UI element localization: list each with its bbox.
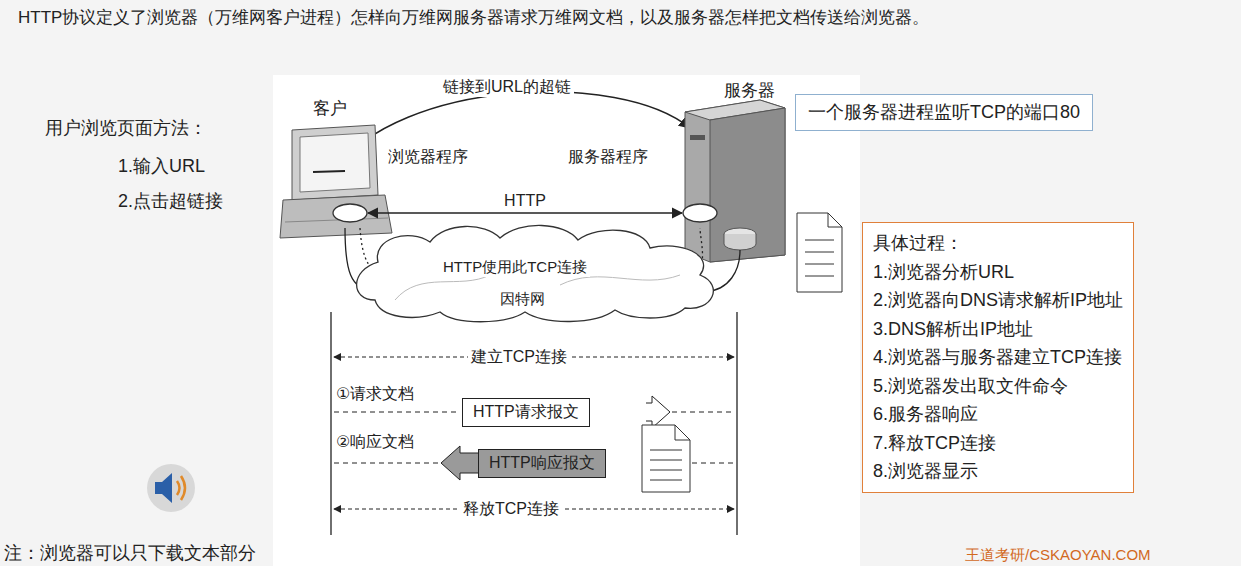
internet-cloud xyxy=(357,225,714,321)
document-icon xyxy=(642,425,690,492)
cloud-label: HTTP使用此TCP连接 xyxy=(440,258,590,277)
callout-box: 一个服务器进程监听TCP的端口80 xyxy=(795,94,1093,131)
box-text: 1.浏览器分析URL xyxy=(873,258,1123,287)
client-timeline xyxy=(330,312,331,535)
response-line xyxy=(692,463,734,464)
step-label: ②响应文档 xyxy=(336,432,414,452)
box-text: 6.服务器响应 xyxy=(873,400,1123,429)
method-heading: 用户浏览页面方法： xyxy=(45,117,207,140)
ellipse-outline xyxy=(332,203,368,223)
request-line xyxy=(334,412,460,413)
watermark: 王道考研/CSKAOYAN.COM xyxy=(965,546,1151,565)
method-item: 2.点击超链接 xyxy=(118,190,223,213)
http-connector xyxy=(368,212,682,213)
request-arrowhead xyxy=(646,396,670,428)
program-label: 浏览器程序 xyxy=(388,147,468,168)
box-text: 3.DNS解析出IP地址 xyxy=(873,315,1123,344)
box-text: 4.浏览器与服务器建立TCP连接 xyxy=(873,343,1123,372)
method-item: 1.输入URL xyxy=(118,155,205,178)
box-text: 2.浏览器向DNS请求解析IP地址 xyxy=(873,286,1123,315)
box-text: 7.释放TCP连接 xyxy=(873,429,1123,458)
box-text: 一个服务器进程监听TCP的端口80 xyxy=(808,101,1080,124)
response-arrowhead xyxy=(441,446,478,480)
box-heading: 具体过程： xyxy=(873,229,1123,258)
edge-label: HTTP xyxy=(504,191,546,211)
client-label: 客户 xyxy=(313,98,347,119)
speaker-icon xyxy=(147,464,195,512)
client-computer xyxy=(280,125,392,238)
slide-title: HTTP协议定义了浏览器（万维网客户进程）怎样向万维网服务器请求万维网文档，以及… xyxy=(18,5,1223,31)
browser-program: 浏览器程序 xyxy=(332,203,368,223)
panel xyxy=(273,75,860,566)
response-message-box: HTTP响应报文 xyxy=(478,449,606,478)
server-program: 服务器程序 xyxy=(682,203,718,223)
request-message-box: HTTP请求报文 xyxy=(462,398,590,427)
program-label: 服务器程序 xyxy=(568,147,648,168)
process-box: 具体过程：1.浏览器分析URL2.浏览器向DNS请求解析IP地址3.DNS解析出… xyxy=(862,222,1134,493)
box-text: 5.浏览器发出取文件命令 xyxy=(873,372,1123,401)
step-label: 建立TCP连接 xyxy=(468,347,570,367)
request-line xyxy=(672,412,734,413)
hyperlink-arc xyxy=(335,92,690,170)
response-line xyxy=(334,463,440,464)
document-icon xyxy=(797,213,842,292)
server-label: 服务器 xyxy=(724,80,775,101)
hyperlink-label: 链接到URL的超链 xyxy=(440,77,574,97)
box-text: HTTP响应报文 xyxy=(489,453,595,474)
box-text: 8.浏览器显示 xyxy=(873,457,1123,486)
step-label: 释放TCP连接 xyxy=(460,499,562,519)
note: 注：浏览器可以只下载文本部分 xyxy=(4,542,256,565)
step-label: ①请求文档 xyxy=(336,384,414,404)
server-computer xyxy=(685,100,785,262)
cloud-label: 因特网 xyxy=(497,290,548,309)
ellipse-outline xyxy=(682,203,718,223)
server-timeline xyxy=(736,312,737,535)
box-text: HTTP请求报文 xyxy=(473,402,579,423)
